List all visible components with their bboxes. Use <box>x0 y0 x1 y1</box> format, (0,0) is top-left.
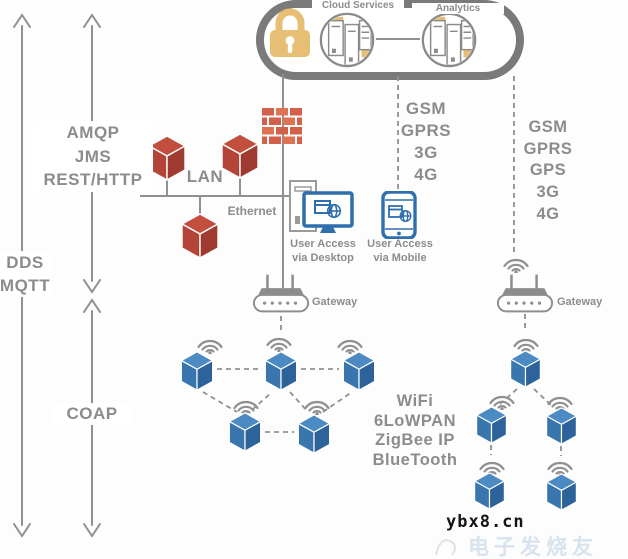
coap-label: COAP <box>52 403 132 425</box>
red-device-cube <box>181 213 219 259</box>
analytics-label: Analytics <box>412 3 504 14</box>
cloud-services-label: Cloud Services <box>312 0 404 11</box>
blue-sensor-cube <box>228 412 262 452</box>
solid-connectors <box>140 38 420 288</box>
wifi-icon <box>197 339 223 354</box>
mobile-phone-icon <box>381 191 417 239</box>
user-access-desktop-label: User Access via Desktop <box>286 238 360 265</box>
protocol-line: GSM <box>405 99 447 118</box>
blue-sensor-cube <box>510 350 541 388</box>
protocol-line: GPRS <box>400 121 452 140</box>
protocol-line: WiFi <box>396 392 434 410</box>
protocol-line: MQTT <box>0 276 51 295</box>
gateway-router-icon <box>252 273 310 313</box>
label-line: User Access <box>290 238 356 250</box>
protocol-line: 6LoWPAN <box>373 411 457 430</box>
protocol-line: REST/HTTP <box>43 170 143 189</box>
label-line: via Mobile <box>373 251 427 264</box>
protocol-line: 4G <box>536 204 560 223</box>
wifi-icon <box>304 400 330 415</box>
lan-label: LAN <box>186 167 224 186</box>
protocol-line: AMQP <box>66 123 120 142</box>
blue-sensor-cube <box>342 351 376 391</box>
wifi-icon <box>503 258 529 273</box>
blue-sensor-cube <box>180 351 214 391</box>
blue-sensor-cube <box>297 414 331 454</box>
protocol-line: GPRS <box>523 139 573 158</box>
blue-sensor-cube <box>264 351 298 391</box>
label-line: via Desktop <box>292 251 354 264</box>
protocol-line: BlueTooth <box>372 450 458 469</box>
protocol-line: 3G <box>414 143 438 162</box>
red-device-cube <box>148 135 186 181</box>
protocol-line: COAP <box>66 404 118 423</box>
protocol-line: GSM <box>528 118 568 136</box>
blue-sensor-cube <box>546 473 577 511</box>
user-access-mobile-label: User Access via Mobile <box>362 238 438 265</box>
protocol-line: JMS <box>74 146 112 166</box>
wireless-protocols-label: WiFi 6LoWPAN ZigBee IP BlueTooth <box>363 392 467 470</box>
cellular-right-label: GSM GPRS GPS 3G 4G <box>508 117 588 226</box>
protocol-line: GPS <box>529 161 567 180</box>
label-line: User Access <box>367 238 433 250</box>
ethernet-label: Ethernet <box>227 204 277 218</box>
gateway-label: Gateway <box>557 296 603 308</box>
protocol-line: 4G <box>414 165 438 184</box>
blue-sensor-cube <box>546 407 577 445</box>
watermark-logo-text: 电子发烧友 <box>468 536 598 559</box>
gateway-router-icon <box>496 273 554 313</box>
cellular-mobile-label: GSM GPRS 3G 4G <box>386 98 466 186</box>
analytics-server-icon <box>423 14 475 66</box>
blue-sensor-cube <box>474 472 505 510</box>
wifi-icon <box>266 337 292 352</box>
protocol-line: 3G <box>536 183 560 202</box>
desktop-computer-icon <box>288 180 354 235</box>
watermark-site-text: ybx8.cn <box>446 512 525 532</box>
watermark-logo-mark <box>435 539 456 556</box>
protocol-line: DDS <box>6 253 44 272</box>
dds-mqtt-label: DDS MQTT <box>0 251 52 297</box>
amqp-protocols-label: AMQP JMS REST/HTTP <box>33 121 153 192</box>
cloud-services-server-icon <box>321 14 373 66</box>
blue-sensor-cube <box>476 406 507 444</box>
gateway-label: Gateway <box>312 296 358 308</box>
protocol-line: ZigBee IP <box>375 431 455 449</box>
